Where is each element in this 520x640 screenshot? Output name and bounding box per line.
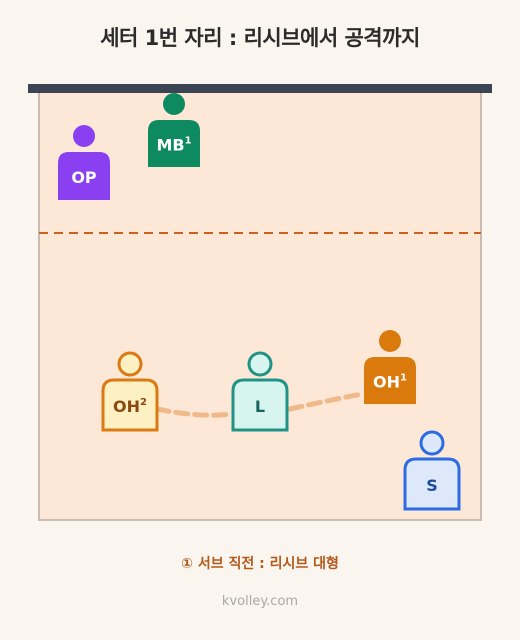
player-oh2: OH2 xyxy=(101,351,159,432)
player-s-head xyxy=(419,430,445,456)
player-oh1-body xyxy=(364,357,416,404)
phase-caption: ① 서브 직전 : 리시브 대형 xyxy=(181,556,339,572)
net xyxy=(28,84,492,93)
player-oh1-position: OH xyxy=(373,373,400,392)
player-oh2-position: OH xyxy=(113,397,140,416)
player-s-label: S xyxy=(426,476,438,495)
diagram-title: 세터 1번 자리 : 리시브에서 공격까지 xyxy=(100,26,420,50)
player-s-position: S xyxy=(426,476,438,495)
player-s: S xyxy=(403,430,461,511)
site-credit: kvolley.com xyxy=(221,594,299,609)
player-oh2-body xyxy=(101,378,159,432)
player-s-body xyxy=(403,457,461,511)
player-op: OP xyxy=(58,125,110,200)
player-mb-head xyxy=(163,93,185,115)
player-op-head xyxy=(73,125,95,147)
player-l-body xyxy=(231,378,289,432)
player-op-position: OP xyxy=(71,168,97,187)
player-l-position: L xyxy=(255,397,265,416)
court-area xyxy=(38,88,482,521)
player-mb: MB1 xyxy=(148,93,200,167)
player-mb-position: MB xyxy=(156,136,184,155)
player-l-label: L xyxy=(255,397,265,416)
player-oh2-label: OH2 xyxy=(113,397,147,416)
player-oh1-number: 1 xyxy=(400,373,407,384)
player-mb-label: MB1 xyxy=(156,136,191,155)
player-l: L xyxy=(231,351,289,432)
player-op-body xyxy=(58,152,110,200)
player-op-label: OP xyxy=(71,168,97,187)
player-l-head xyxy=(247,351,273,377)
player-mb-body xyxy=(148,120,200,167)
player-mb-number: 1 xyxy=(185,136,192,147)
player-oh1-head xyxy=(379,330,401,352)
player-oh2-number: 2 xyxy=(140,397,147,408)
receive-line xyxy=(154,391,365,418)
player-oh2-head xyxy=(117,351,143,377)
player-oh1: OH1 xyxy=(364,330,416,404)
player-oh1-label: OH1 xyxy=(373,373,407,392)
